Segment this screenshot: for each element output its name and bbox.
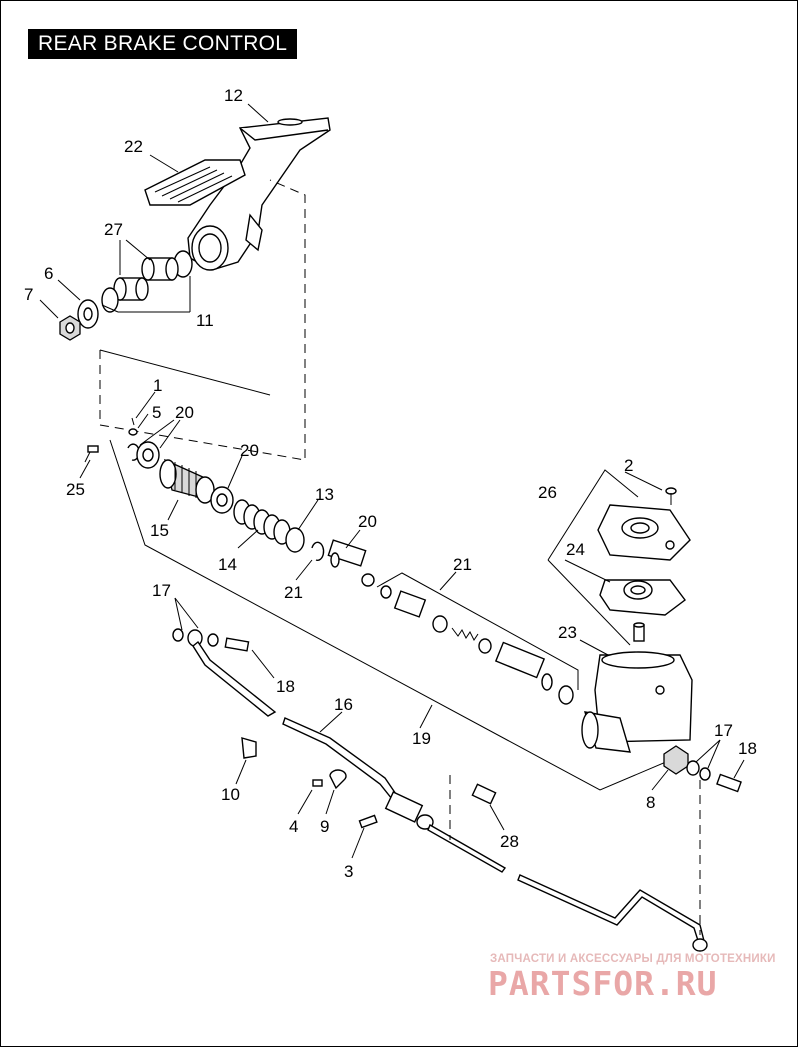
cover-bracket-26b — [547, 559, 631, 646]
piston-kit-21 — [380, 585, 574, 705]
screw-3 — [358, 814, 378, 829]
pedal-dash-line — [99, 179, 306, 461]
callout-11: 11 — [196, 311, 214, 330]
callout-17b: 17 — [714, 721, 733, 740]
bolt-25 — [84, 445, 99, 463]
pushrod-20 — [327, 539, 375, 587]
callout-10: 10 — [221, 785, 240, 804]
banjo-bolt-18b — [716, 773, 742, 793]
callout-9: 9 — [320, 817, 329, 836]
callout-21a: 21 — [284, 583, 303, 602]
callout-27: 27 — [104, 220, 123, 239]
brake-line-16 — [282, 717, 401, 806]
clip-5 — [128, 428, 138, 436]
tee-fitting — [384, 791, 434, 830]
brake-switch-28 — [471, 783, 497, 805]
brake-line-rear — [427, 823, 507, 873]
pedal-pad — [144, 159, 246, 206]
spring-14 — [233, 499, 291, 545]
callout-24: 24 — [566, 540, 585, 559]
callout-17a: 17 — [152, 581, 171, 600]
diaphragm-24 — [599, 579, 686, 616]
leader-lines — [39, 103, 745, 859]
callout-23: 23 — [558, 623, 577, 642]
callout-13: 13 — [315, 485, 334, 504]
clevis-pin-1 — [131, 417, 135, 426]
brake-pedal — [187, 117, 331, 271]
callout-3: 3 — [344, 862, 353, 881]
callout-15: 15 — [150, 521, 169, 540]
callout-21b: 21 — [453, 555, 472, 574]
callout-18a: 18 — [276, 677, 295, 696]
pedal-bushings — [101, 250, 193, 313]
brake-line-caliper — [517, 874, 706, 948]
caliper-fitting — [692, 938, 708, 952]
assembly-line-19 — [109, 439, 681, 791]
reservoir-fitting — [633, 622, 645, 642]
cover-bracket-26 — [547, 469, 639, 561]
brake-hose-front — [192, 640, 277, 717]
callout-20a: 20 — [175, 403, 194, 422]
callout-7: 7 — [24, 285, 33, 304]
callout-14: 14 — [218, 555, 237, 574]
callout-28: 28 — [500, 832, 519, 851]
callout-2: 2 — [624, 456, 633, 475]
watermark-tagline: ЗАПЧАСТИ И АКСЕССУАРЫ ДЛЯ МОТОТЕХНИКИ — [490, 953, 776, 965]
callout-labels: 12 22 27 6 7 11 1 5 20 20 25 15 14 13 21… — [24, 86, 757, 881]
callout-5: 5 — [152, 403, 161, 422]
callout-12: 12 — [224, 86, 243, 105]
callout-8: 8 — [646, 793, 655, 812]
washers-17b — [686, 760, 711, 781]
callout-19: 19 — [412, 729, 431, 748]
snap-ring-21a — [311, 541, 325, 562]
screw-2 — [665, 487, 677, 505]
callout-4: 4 — [289, 817, 298, 836]
callout-26: 26 — [538, 483, 557, 502]
callout-20b: 20 — [240, 441, 259, 460]
callout-22: 22 — [124, 137, 143, 156]
screw-4 — [312, 779, 323, 787]
callout-16: 16 — [334, 695, 353, 714]
master-cylinder-23 — [581, 651, 693, 753]
callout-6: 6 — [44, 264, 53, 283]
piston-kit-bracket — [376, 572, 579, 690]
callout-20c: 20 — [358, 512, 377, 531]
banjo-bolt-18a — [224, 637, 250, 652]
diagram-title: REAR BRAKE CONTROL — [28, 29, 298, 59]
nut-7 — [59, 315, 81, 341]
callout-25: 25 — [66, 480, 85, 499]
callout-18b: 18 — [738, 739, 757, 758]
pedal-dash-line-2 — [99, 349, 271, 396]
snap-ring-13 — [285, 527, 305, 553]
washer-20b — [210, 486, 234, 514]
callout-1: 1 — [153, 376, 162, 395]
washer-20a — [136, 441, 160, 469]
watermark-brand: PARTSFOR.RU — [488, 964, 718, 1003]
washer-6 — [77, 299, 99, 329]
boot-15 — [159, 458, 215, 504]
clip-10 — [241, 737, 257, 759]
reservoir-cover-26 — [597, 504, 691, 561]
clamp-9 — [329, 769, 347, 790]
